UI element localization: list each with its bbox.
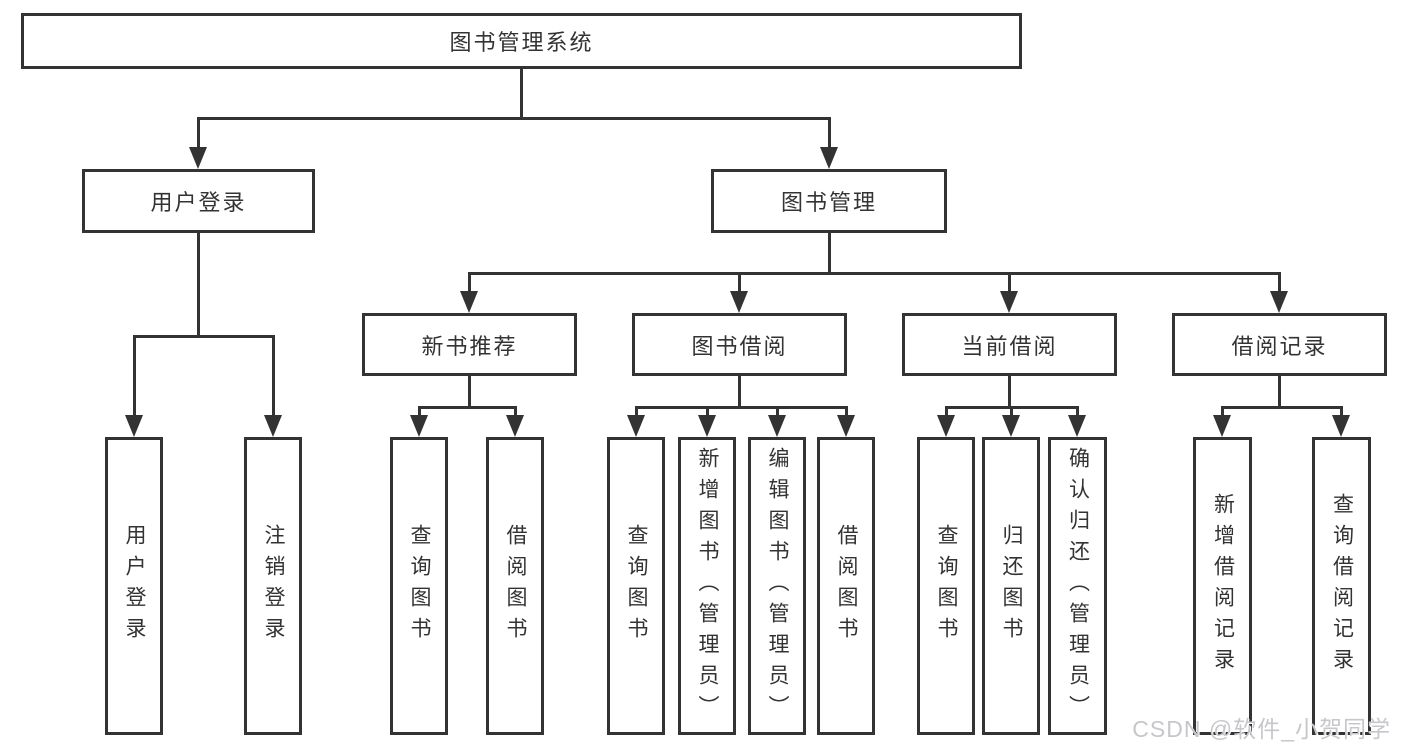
arrow-down-icon: [698, 415, 716, 437]
connector-drop: [513, 406, 517, 417]
arrow-down-icon: [1000, 291, 1018, 313]
connector-drop: [844, 406, 848, 417]
arrow-down-icon: [1213, 415, 1231, 437]
leaf-query-books-recommend: 查询图书: [390, 437, 448, 735]
connector-branch: [132, 335, 275, 338]
connector-drop: [705, 406, 709, 417]
connector-drop: [132, 335, 136, 417]
connector-drop: [1009, 406, 1013, 417]
watermark-text: CSDN @软件_小贺同学: [1132, 716, 1391, 742]
arrow-down-icon: [189, 147, 207, 169]
leaf-query-books-borrowing: 查询图书: [607, 437, 665, 735]
connector-stem: [196, 233, 200, 338]
arrow-down-icon: [1332, 415, 1350, 437]
arrow-down-icon: [1270, 291, 1288, 313]
connector-stem: [1277, 376, 1281, 409]
connector-drop: [1277, 272, 1281, 293]
arrow-down-icon: [125, 415, 143, 437]
node-user-login: 用户登录: [82, 169, 315, 233]
connector-branch: [634, 406, 848, 409]
connector-drop: [827, 117, 831, 149]
leaf-query-books-current: 查询图书: [917, 437, 975, 735]
connector-drop: [737, 272, 741, 293]
connector-drop: [944, 406, 948, 417]
arrow-down-icon: [264, 415, 282, 437]
arrow-down-icon: [410, 415, 428, 437]
leaf-add-borrow-record: 新增借阅记录: [1193, 437, 1252, 735]
connector-branch: [196, 117, 831, 120]
connector-drop: [1007, 272, 1011, 293]
connector-drop: [634, 406, 638, 417]
leaf-confirm-return-admin: 确认归还（管理员）: [1048, 437, 1107, 735]
connector-drop: [467, 272, 471, 293]
connector-drop: [271, 335, 275, 417]
leaf-query-borrow-record: 查询借阅记录: [1312, 437, 1371, 735]
arrow-down-icon: [1068, 415, 1086, 437]
node-current-borrowing: 当前借阅: [902, 313, 1117, 376]
arrow-down-icon: [627, 415, 645, 437]
node-library-management-system: 图书管理系统: [21, 13, 1022, 69]
connector-stem: [827, 233, 831, 275]
connector-stem: [519, 69, 523, 120]
leaf-logout: 注销登录: [244, 437, 302, 735]
connector-stem: [737, 376, 741, 409]
connector-drop: [1075, 406, 1079, 417]
arrow-down-icon: [768, 415, 786, 437]
arrow-down-icon: [506, 415, 524, 437]
connector-stem: [1007, 376, 1011, 409]
connector-drop: [1339, 406, 1343, 417]
connector-drop: [1220, 406, 1224, 417]
connector-drop: [417, 406, 421, 417]
leaf-add-books-admin: 新增图书（管理员）: [678, 437, 736, 735]
connector-branch: [467, 272, 1281, 275]
node-new-book-recommendation: 新书推荐: [362, 313, 577, 376]
node-book-management: 图书管理: [711, 169, 947, 233]
leaf-borrow-books-borrowing: 借阅图书: [817, 437, 875, 735]
leaf-return-books: 归还图书: [982, 437, 1040, 735]
connector-branch: [417, 406, 517, 409]
arrow-down-icon: [820, 147, 838, 169]
arrow-down-icon: [937, 415, 955, 437]
node-book-borrowing: 图书借阅: [632, 313, 847, 376]
leaf-edit-books-admin: 编辑图书（管理员）: [748, 437, 806, 735]
arrow-down-icon: [1002, 415, 1020, 437]
connector-stem: [467, 376, 471, 409]
arrow-down-icon: [460, 291, 478, 313]
leaf-user-login: 用户登录: [105, 437, 163, 735]
leaf-borrow-books-recommend: 借阅图书: [486, 437, 544, 735]
arrow-down-icon: [837, 415, 855, 437]
arrow-down-icon: [730, 291, 748, 313]
connector-branch: [1220, 406, 1343, 409]
connector-drop: [775, 406, 779, 417]
node-borrowing-records: 借阅记录: [1172, 313, 1387, 376]
connector-drop: [196, 117, 200, 149]
